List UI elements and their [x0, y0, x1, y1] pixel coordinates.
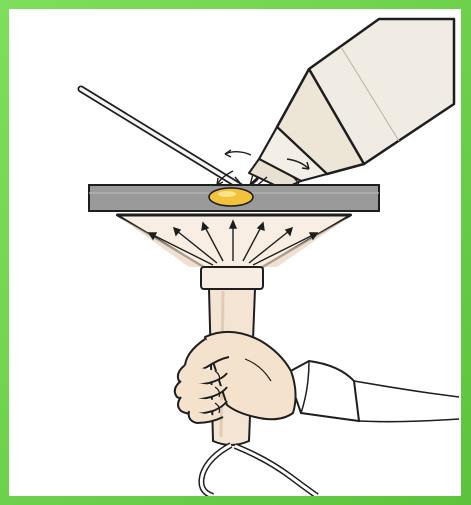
welding-diagram: [9, 9, 461, 496]
filler-rod-icon: [81, 89, 241, 187]
weld-pool-icon: [209, 188, 253, 206]
welding-torch-icon: [243, 19, 454, 192]
illustration-canvas: [9, 9, 461, 496]
hose-icon: [201, 445, 317, 496]
hand-icon: [175, 332, 459, 423]
